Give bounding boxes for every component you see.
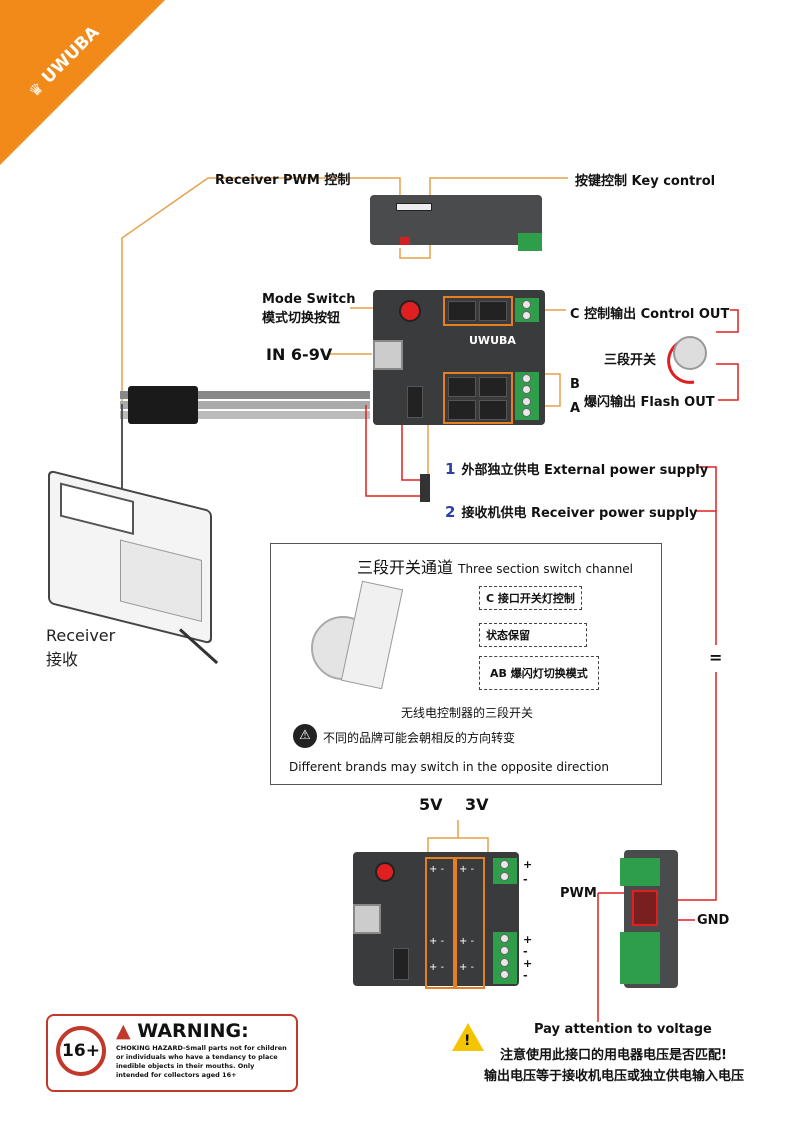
receiver-power-label: 2 接收机供电 Receiver power supply	[445, 502, 698, 521]
flash-out-link	[716, 363, 739, 401]
warn-cn-label: 不同的品牌可能会朝相反的方向转变	[323, 731, 516, 745]
panel-title-cn: 三段开关通道	[357, 558, 454, 577]
mode-switch-button[interactable]	[399, 300, 421, 322]
external-power-num: 1	[445, 460, 456, 478]
warning-text: CHOKING HAZARD-Small parts not for child…	[116, 1044, 287, 1079]
receiver-power-num: 2	[445, 503, 456, 521]
module-side-view	[370, 195, 542, 251]
panel-title-en: Three section switch channel	[458, 562, 633, 576]
side-led	[400, 237, 410, 245]
panel-title: 三段开关通道 Three section switch channel	[357, 554, 633, 578]
hold-label-box: 状态保留	[479, 623, 587, 647]
pm-5v-mid: + -	[429, 936, 445, 947]
control-out-link	[716, 309, 739, 333]
port-a-label: A	[570, 401, 581, 416]
pwm-label: PWM	[560, 886, 597, 901]
input-port	[373, 340, 403, 370]
receiver-power-text: 接收机供电 Receiver power supply	[461, 506, 698, 521]
plus-2: +	[523, 933, 533, 946]
minus-1: -	[523, 873, 528, 886]
side-module-bottom-terminal	[620, 932, 660, 984]
warning-title: ▲ WARNING:	[116, 1020, 249, 1042]
three-stage-label: 三段开关	[604, 353, 657, 368]
receiver-pwm-line	[121, 177, 401, 480]
bottom-3v-ports	[455, 857, 485, 989]
minus-2: -	[523, 945, 528, 958]
bottom-board: + - + - + - + - + - + -	[353, 852, 519, 989]
side-module	[620, 850, 678, 988]
pm-5v-top: + -	[429, 864, 445, 875]
flash-out-ports	[443, 372, 513, 424]
v5-label: 5V	[419, 795, 443, 814]
flash-out-label: 爆闪输出 Flash OUT	[584, 395, 715, 410]
switch-channel-panel: 三段开关通道 Three section switch channel C 接口…	[270, 543, 662, 785]
power-jumper	[420, 474, 430, 502]
side-module-pwm-header	[632, 890, 658, 926]
bottom-top-terminal	[493, 858, 517, 884]
toggle-switch-icon	[673, 336, 707, 370]
gnd-label: GND	[697, 913, 730, 928]
pm-3v-top: + -	[459, 864, 475, 875]
bottom-5v-ports	[425, 857, 455, 989]
board-logo: UWUBA	[469, 334, 516, 347]
control-terminal	[515, 298, 539, 322]
side-port	[396, 203, 432, 211]
pm-3v-mid: + -	[459, 936, 475, 947]
attention-cn2: 输出电压等于接收机电压或独立供电输入电压	[484, 1069, 745, 1084]
key-control-label: 按键控制 Key control	[575, 174, 716, 189]
receiver-top-panel	[120, 539, 202, 622]
plus-3: +	[523, 957, 533, 970]
rc-switch-label: 无线电控制器的三段开关	[401, 706, 534, 720]
servo-plug	[128, 386, 198, 424]
power-link-line	[696, 466, 717, 512]
mode-switch-label-cn: 模式切换按钮	[262, 311, 341, 326]
main-board: UWUBA	[373, 290, 545, 425]
receiver-label-cn: 接收	[46, 650, 79, 669]
mode-switch-label-en: Mode Switch	[262, 292, 356, 307]
minus-3: -	[523, 969, 528, 982]
warning-circle-icon: ⚠	[293, 724, 317, 748]
attention-cn1: 注意使用此接口的用电器电压是否匹配!	[500, 1048, 727, 1063]
age-badge: 16+	[56, 1026, 106, 1076]
warn-en-label: Different brands may switch in the oppos…	[289, 760, 609, 774]
v3-label: 3V	[465, 795, 489, 814]
warning-title-text: WARNING:	[137, 1020, 249, 1042]
age-badge-text: 16+	[62, 1041, 100, 1061]
bottom-input-port	[353, 904, 381, 934]
in-voltage-label: IN 6-9V	[266, 345, 333, 364]
warning-triangle-icon: ▲	[116, 1020, 131, 1042]
attention-triangle-icon	[452, 1023, 484, 1051]
pm-3v-bot: + -	[459, 962, 475, 973]
pm-5v-bot: + -	[429, 962, 445, 973]
receiver-pwm-label: Receiver PWM 控制	[215, 173, 351, 188]
external-power-label: 1 外部独立供电 External power supply	[445, 459, 708, 478]
receiver-pins	[60, 482, 134, 535]
jumper-header	[407, 386, 423, 418]
external-power-text: 外部独立供电 External power supply	[461, 463, 709, 478]
ab-label-box: AB 爆闪灯切换模式	[479, 656, 599, 690]
control-out-label: C 控制输出 Control OUT	[570, 307, 730, 322]
side-terminal	[518, 233, 542, 251]
bottom-jumper-header	[393, 948, 409, 980]
receiver-label-en: Receiver	[46, 626, 116, 645]
control-out-ports	[443, 296, 513, 326]
port-b-label: B	[570, 377, 580, 392]
choking-warning-box: 16+ ▲ WARNING: CHOKING HAZARD-Small part…	[46, 1014, 298, 1092]
bottom-mode-button[interactable]	[375, 862, 395, 882]
corner-banner	[0, 0, 165, 165]
c-label-box: C 接口开关灯控制	[479, 586, 582, 610]
attention-en: Pay attention to voltage	[534, 1022, 712, 1037]
switch-lever-icon	[340, 580, 404, 690]
flash-terminal	[515, 372, 539, 420]
bottom-low-terminal	[493, 932, 517, 984]
attention-mark: !	[464, 1033, 471, 1049]
plus-1: +	[523, 858, 533, 871]
equals-sign: =	[709, 648, 723, 667]
side-module-top-terminal	[620, 858, 660, 886]
